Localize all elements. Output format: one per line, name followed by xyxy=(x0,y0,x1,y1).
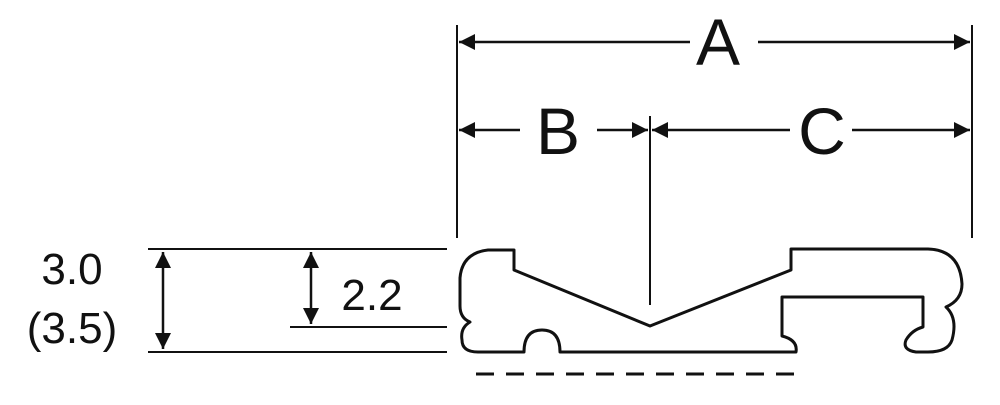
label-a: A xyxy=(696,5,740,79)
rail-profile xyxy=(458,247,964,354)
label-height-inner: 2.2 xyxy=(341,271,402,320)
label-b: B xyxy=(536,94,580,168)
label-c: C xyxy=(798,94,846,168)
label-height-total: 3.0 xyxy=(41,245,102,294)
label-height-alt: (3.5) xyxy=(27,304,117,353)
